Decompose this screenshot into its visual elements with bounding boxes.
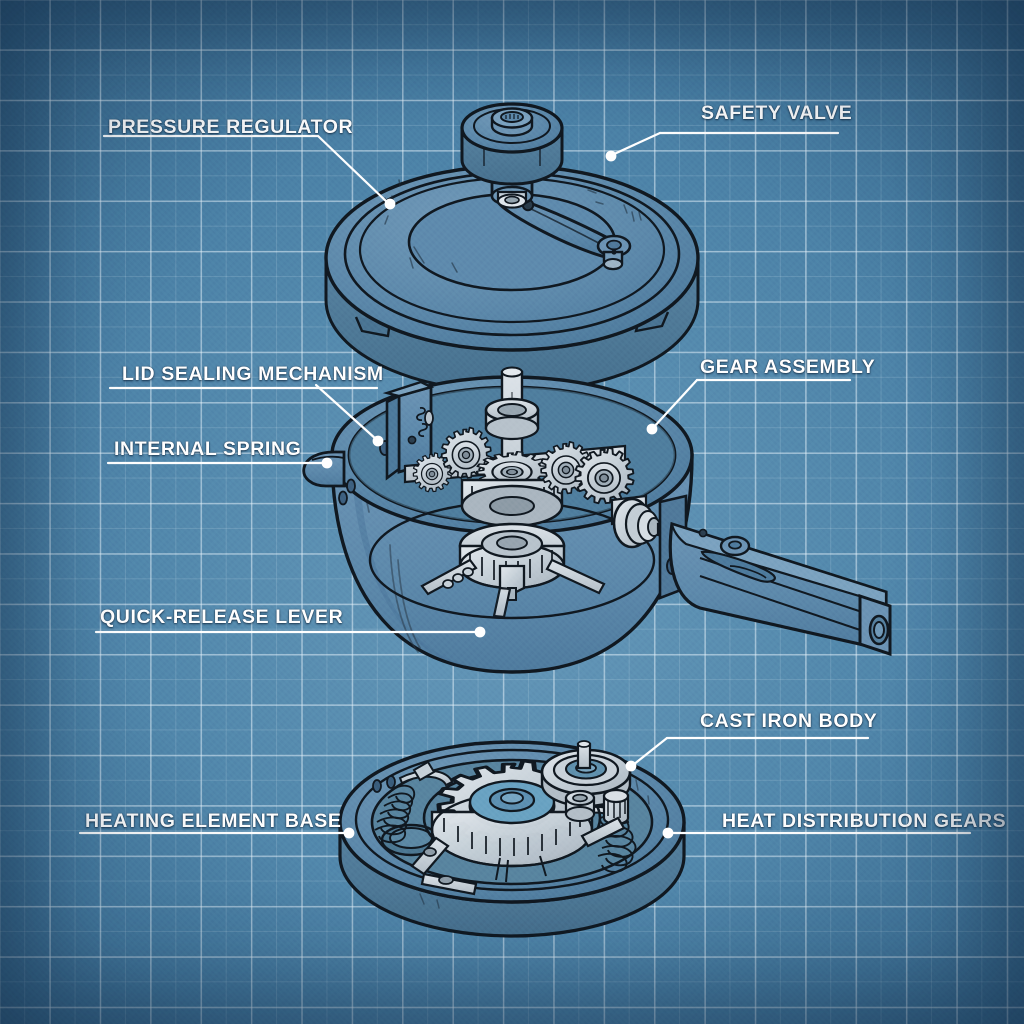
shaft-upper-bearing — [484, 397, 540, 441]
callout-safety-valve: SAFETY VALVE — [701, 102, 853, 124]
callout-internal-spring: INTERNAL SPRING — [114, 438, 302, 460]
callout-pressure-regulator: PRESSURE REGULATOR — [108, 116, 354, 138]
component-pot-body — [302, 366, 892, 674]
callout-heating-element-base: HEATING ELEMENT BASE — [85, 810, 342, 832]
callout-lid-sealing-mechanism: LID SEALING MECHANISM — [122, 363, 384, 385]
leader-pressure-regulator — [102, 134, 390, 205]
callout-heat-distribution-gears: HEAT DISTRIBUTION GEARS — [722, 810, 1007, 832]
leader-safety-valve — [610, 131, 662, 157]
callout-gear-assembly: GEAR ASSEMBLY — [700, 356, 876, 378]
component-lid — [324, 102, 700, 394]
callout-cast-iron-body: CAST IRON BODY — [700, 710, 878, 732]
callout-quick-release-lever: QUICK-RELEASE LEVER — [100, 606, 344, 628]
leader-cast-iron-body — [631, 736, 669, 767]
pot-handle — [658, 494, 892, 657]
